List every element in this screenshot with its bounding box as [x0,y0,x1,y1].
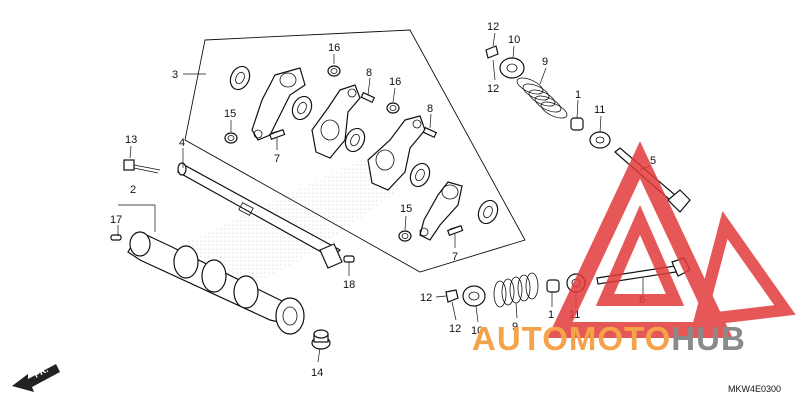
watermark-text: AUTOMOTOHUB [472,320,746,357]
camshaft [127,231,305,335]
cotter-12-upper [485,45,499,59]
pin-8b [422,126,438,139]
washer-right [409,162,431,188]
nut-16a [327,65,341,77]
callout-10a: 10 [508,34,520,46]
dowel-pin-18 [343,255,355,263]
washer-center [344,127,366,153]
callout-12a: 12 [487,21,499,33]
callout-1a: 1 [575,89,581,101]
callout-8b: 8 [427,103,433,115]
adjusting-screw-7b [446,224,464,236]
callout-5: 5 [650,155,656,167]
seal-1-upper [570,117,584,131]
callouts: 3 16 16 8 8 15 15 7 7 13 4 2 17 18 14 12… [110,21,656,379]
diagram-code: MKW4E0300 [728,384,781,394]
callout-18: 18 [343,279,355,291]
washer-left [229,65,251,91]
callout-2: 2 [130,184,136,196]
watermark-triangle-logo [547,141,796,338]
retainer-10-upper [499,57,525,79]
seal-1-lower [546,279,560,293]
rocker-arm-2 [311,84,361,159]
callout-13: 13 [125,134,137,146]
callout-9b: 9 [512,321,518,333]
callout-15a: 15 [224,108,236,120]
callout-3: 3 [172,69,178,81]
seat-11-upper [589,131,611,149]
lock-nut-15a [224,132,238,144]
callout-11a: 11 [594,104,605,116]
callout-17: 17 [110,214,122,226]
watermark-hub: HUB [671,320,746,357]
adjusting-screw-7a [268,128,286,140]
callout-7a: 7 [274,153,280,165]
watermark-moto: MOTO [569,320,671,357]
nut-16b [386,102,400,114]
callout-14: 14 [311,367,323,379]
rocker-arm-4 [419,181,463,241]
front-direction-arrow: FR. [12,364,60,392]
callout-7b: 7 [452,251,458,263]
callout-1b: 1 [548,309,554,321]
callout-8a: 8 [366,67,372,79]
callout-12b: 12 [487,83,499,95]
rocker-arm-group-frame [183,29,526,273]
callout-16b: 16 [389,76,401,88]
spring-9-lower [493,272,539,308]
watermark: AUTOMOTOHUB [472,141,796,357]
rocker-arm-3 [367,115,426,191]
retainer-10-lower [462,285,486,307]
plug-14 [311,329,331,350]
lock-nut-15b [398,230,412,242]
cotter-12-lower [445,289,459,303]
pin-8a [360,91,376,104]
callout-15b: 15 [400,203,412,215]
callout-12d: 12 [449,323,461,335]
dowel-pin-17 [110,234,122,241]
washer-middle [291,95,313,121]
washer-far-right [477,199,499,225]
watermark-auto: AUTO [472,320,569,357]
callout-10b: 10 [471,325,483,337]
bolt-13 [123,159,161,174]
callout-9a: 9 [542,56,548,68]
callout-4: 4 [179,137,185,149]
spring-9-upper [516,77,568,119]
callout-12c: 12 [420,292,432,304]
callout-16a: 16 [328,42,340,54]
